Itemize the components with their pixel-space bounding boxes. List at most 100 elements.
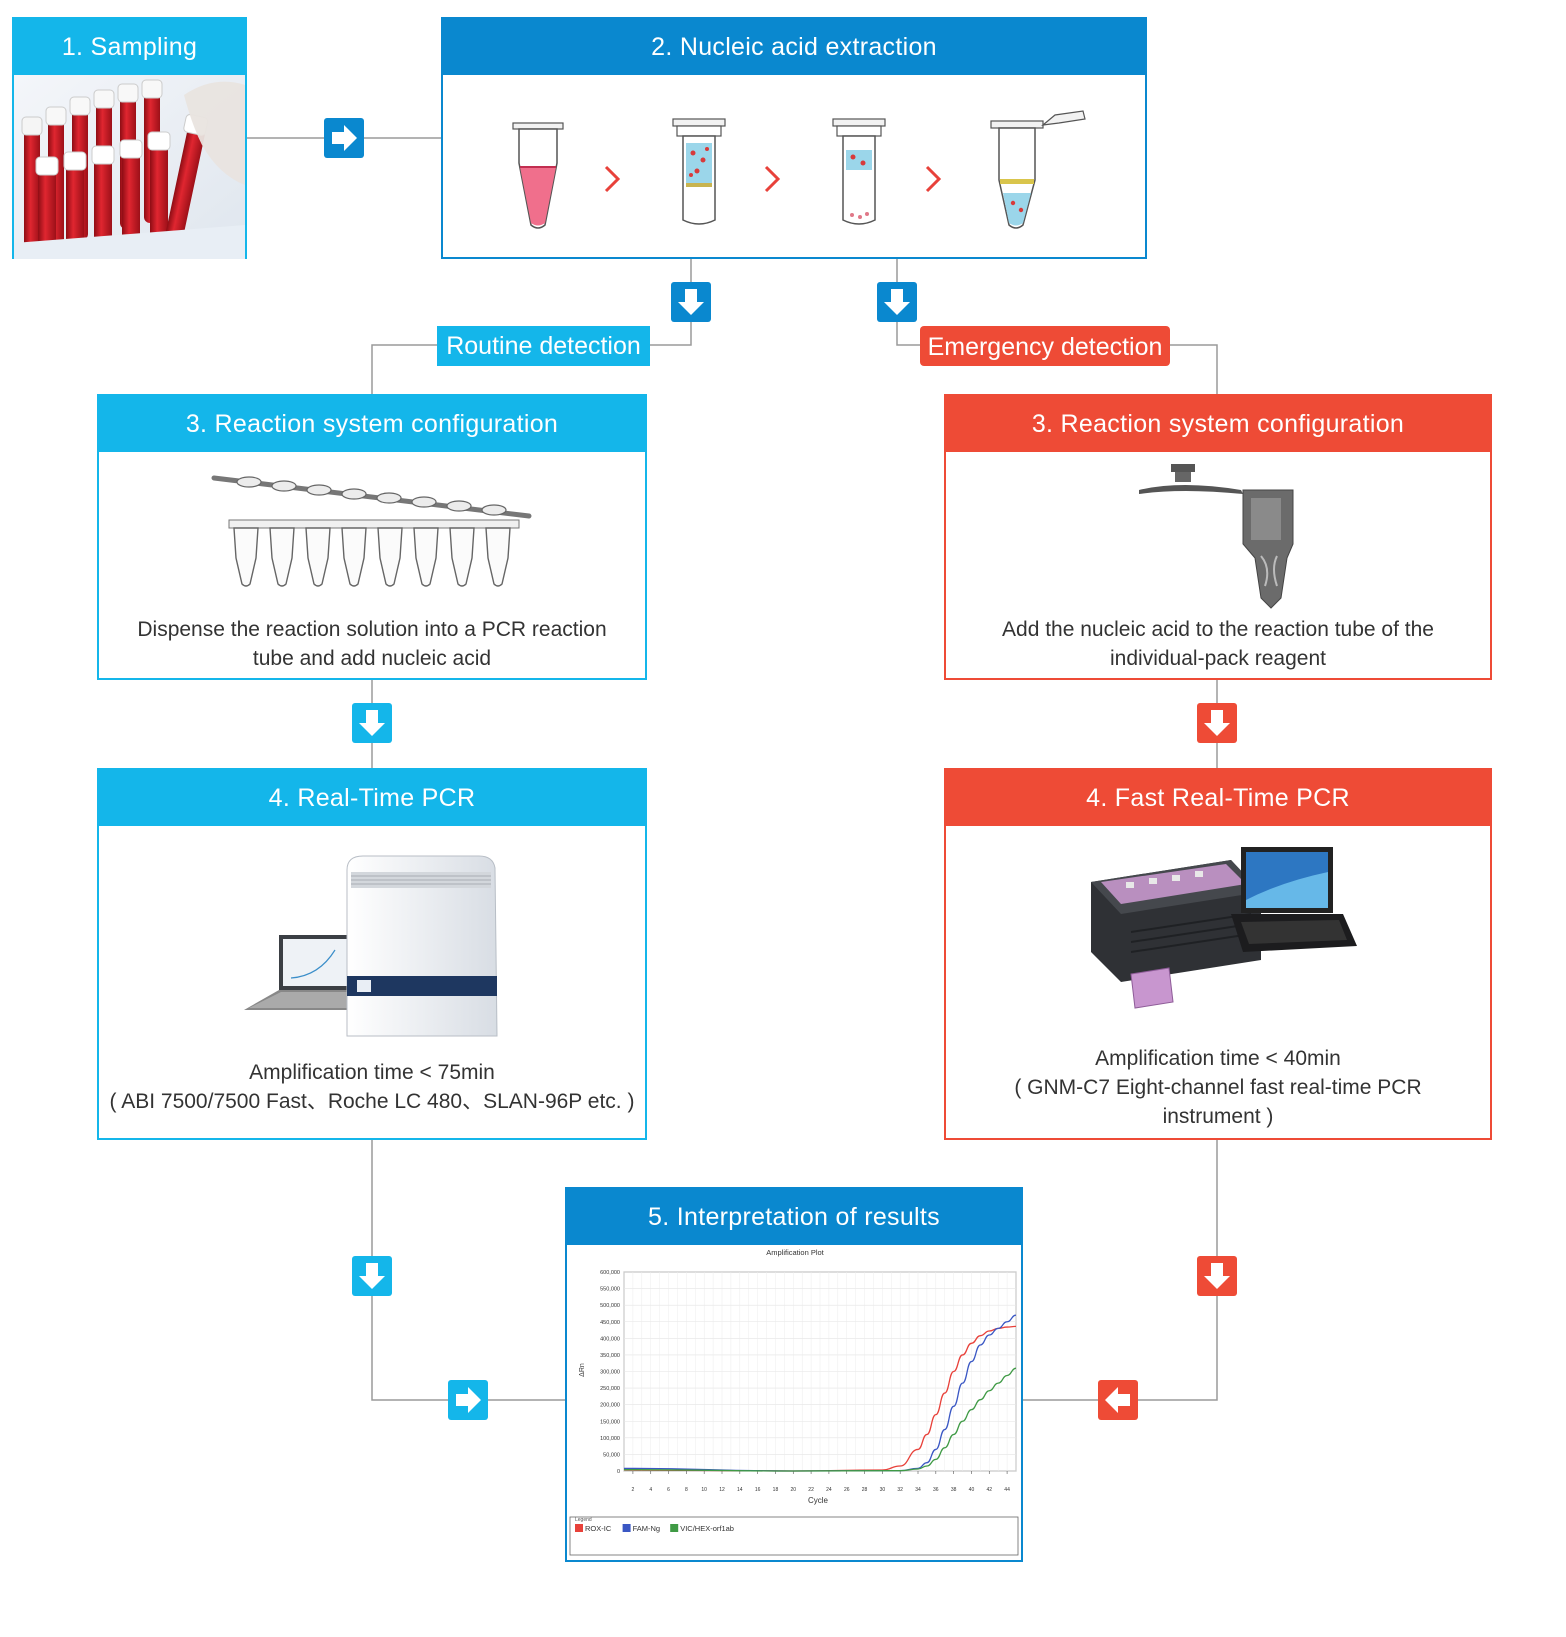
x-tick-label: 18	[773, 1487, 779, 1493]
extraction-box: 2. Nucleic acid extraction	[441, 17, 1147, 259]
routine-detection-label: Routine detection	[437, 326, 650, 366]
x-tick-label: 30	[880, 1487, 886, 1493]
down-arrow-icon	[877, 282, 917, 322]
x-tick-label: 32	[897, 1487, 903, 1493]
caption-line: individual-pack reagent	[1110, 647, 1326, 670]
lysis-column-icon	[672, 118, 726, 225]
routine-pcr-title: 4. Real-Time PCR	[99, 770, 645, 826]
sampling-box: 1. Sampling	[12, 17, 247, 259]
legend-box	[569, 1516, 1019, 1556]
y-tick-label: 200,000	[600, 1403, 620, 1409]
routine-pcr-caption: Amplification time < 75min ( ABI 7500/75…	[99, 1058, 645, 1116]
emergency-config-caption: Add the nucleic acid to the reaction tub…	[946, 615, 1490, 673]
y-tick-label: 300,000	[600, 1370, 620, 1376]
x-tick-label: 20	[790, 1487, 796, 1493]
emergency-pcr-caption: Amplification time < 40min ( GNM-C7 Eigh…	[946, 1044, 1490, 1131]
series-line	[623, 1367, 1017, 1472]
down-arrow-icon	[1197, 1256, 1237, 1296]
y-tick-label: 600,000	[600, 1270, 620, 1276]
pcr-strip-tubes-illustration	[211, 475, 532, 587]
chart-title: Amplification Plot	[766, 1248, 824, 1257]
emergency-config-box: 3. Reaction system configuration Add the…	[944, 394, 1492, 680]
blood-tubes-illustration	[14, 75, 245, 259]
caption-line: Dispense the reaction solution into a PC…	[137, 618, 607, 641]
caption-line: tube and add nucleic acid	[252, 647, 492, 670]
emergency-detection-label: Emergency detection	[920, 326, 1170, 366]
routine-config-caption: Dispense the reaction solution into a PC…	[99, 615, 645, 673]
routine-config-title: 3. Reaction system configuration	[99, 396, 645, 452]
x-tick-label: 16	[755, 1487, 761, 1493]
y-tick-label: 50,000	[603, 1452, 620, 1458]
extraction-tubes-illustration	[512, 110, 1086, 229]
chart-legend: ROX-IC FAM-Ng VIC/HEX-orf1ab	[575, 1524, 734, 1533]
fast-pcr-instrument-illustration	[1091, 847, 1357, 1009]
legend-label: ROX-IC	[585, 1524, 612, 1533]
wash-column-icon	[832, 118, 886, 225]
x-tick-label: 38	[951, 1487, 957, 1493]
y-tick-label: 0	[617, 1469, 620, 1475]
x-tick-label: 6	[667, 1487, 670, 1493]
interpretation-box: 5. Interpretation of results Amplificati…	[565, 1187, 1023, 1562]
y-axis: 0 50,000 100,000 150,000 200,000 250,000 300,0…	[600, 1270, 620, 1475]
legend-swatch	[622, 1524, 631, 1532]
x-tick-label: 12	[719, 1487, 725, 1493]
x-axis-label: Cycle	[808, 1496, 829, 1505]
x-tick-label: 2	[632, 1487, 635, 1493]
x-tick-label: 28	[862, 1487, 868, 1493]
legend-label: VIC/HEX-orf1ab	[680, 1524, 734, 1533]
y-axis-label: ΔRn	[579, 1363, 586, 1377]
x-tick-label: 36	[933, 1487, 939, 1493]
x-tick-label: 34	[915, 1487, 921, 1493]
individual-pack-tube-illustration	[1139, 464, 1294, 609]
legend-label: FAM-Ng	[633, 1524, 661, 1533]
legend-swatch	[575, 1524, 583, 1532]
left-arrow-icon	[1098, 1380, 1138, 1420]
y-tick-label: 400,000	[600, 1336, 620, 1342]
x-tick-label: 40	[969, 1487, 975, 1493]
caption-line: instrument )	[1162, 1105, 1274, 1128]
amplification-plot: Amplification Plot 0 50,000 100,000 150,000…	[569, 1248, 1019, 1556]
chart-grid	[623, 1271, 1017, 1472]
interpretation-title: 5. Interpretation of results	[567, 1189, 1021, 1245]
x-tick-label: 44	[1004, 1487, 1010, 1493]
pcr-instrument-illustration	[244, 855, 498, 1037]
y-tick-label: 250,000	[600, 1386, 620, 1392]
x-tick-label: 14	[737, 1487, 743, 1493]
caption-line: ( GNM-C7 Eight-channel fast real-time PC…	[1014, 1076, 1422, 1099]
x-tick-label: 22	[808, 1487, 814, 1493]
sampling-title: 1. Sampling	[14, 19, 245, 75]
series-line	[623, 1325, 1017, 1472]
down-arrow-icon	[671, 282, 711, 322]
y-tick-label: 450,000	[600, 1320, 620, 1326]
y-tick-label: 150,000	[600, 1419, 620, 1425]
right-arrow-icon	[448, 1380, 488, 1420]
down-arrow-icon	[352, 1256, 392, 1296]
caption-line: Amplification time < 75min	[249, 1061, 495, 1084]
down-arrow-icon	[1197, 703, 1237, 743]
extraction-title: 2. Nucleic acid extraction	[443, 19, 1145, 75]
y-tick-label: 100,000	[600, 1436, 620, 1442]
caption-line: Amplification time < 40min	[1095, 1047, 1341, 1070]
down-arrow-icon	[352, 703, 392, 743]
y-tick-label: 500,000	[600, 1303, 620, 1309]
x-tick-label: 24	[826, 1487, 832, 1493]
emergency-pcr-box: 4. Fast Real-Time PCR Amplification time…	[944, 768, 1492, 1140]
emergency-pcr-title: 4. Fast Real-Time PCR	[946, 770, 1490, 826]
x-tick-label: 42	[986, 1487, 992, 1493]
x-tick-label: 4	[649, 1487, 652, 1493]
caption-line: ( ABI 7500/7500 Fast、Roche LC 480、SLAN-9…	[109, 1090, 635, 1113]
legend-title: Legend	[575, 1517, 592, 1523]
right-arrow-icon	[324, 118, 364, 158]
routine-config-box: 3. Reaction system configuration Dispens…	[97, 394, 647, 680]
x-tick-label: 8	[685, 1487, 688, 1493]
y-tick-label: 550,000	[600, 1287, 620, 1293]
emergency-config-title: 3. Reaction system configuration	[946, 396, 1490, 452]
legend-swatch	[670, 1524, 679, 1532]
routine-pcr-box: 4. Real-Time PCR Amplification time < 75…	[97, 768, 647, 1140]
sample-tube-icon	[512, 122, 564, 229]
x-tick-label: 10	[701, 1487, 707, 1493]
elution-tube-icon	[990, 110, 1086, 229]
chart-series	[623, 1314, 1017, 1472]
x-tick-label: 26	[844, 1487, 850, 1493]
